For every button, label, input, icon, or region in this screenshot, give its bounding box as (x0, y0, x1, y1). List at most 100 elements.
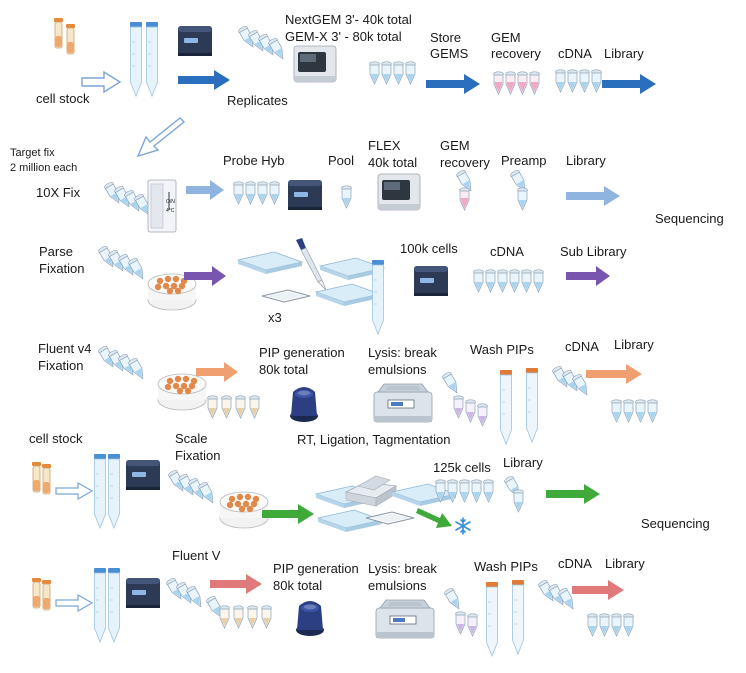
tray-icon (261, 289, 311, 303)
snowflake-icon (455, 517, 471, 535)
tilted-tubes-icon (236, 24, 288, 62)
cdna-tubes-icon (473, 269, 544, 293)
sequencing-1-label: Sequencing (655, 211, 724, 226)
tilted-tubes-icon (96, 244, 148, 282)
tube-rack-icon (219, 491, 269, 529)
probe-hyb-label: Probe Hyb (223, 153, 284, 168)
cell-stock-2-label: cell stock (29, 431, 83, 446)
pcr-tubes-icon (369, 61, 416, 85)
sub-library-label: Sub Library (560, 244, 627, 259)
tilted-tubes-icon (536, 578, 578, 612)
purple-tubes-icon (442, 586, 478, 637)
x3-label: x3 (268, 310, 282, 325)
library-5-label: Library (503, 455, 543, 470)
fluent-v-label: Fluent V (172, 548, 221, 563)
conical-tube-icon (93, 453, 121, 529)
gem-recovery-1-label-a: GEM (491, 30, 521, 45)
pool-tube-icon (341, 185, 352, 209)
green-arrow-1 (262, 504, 314, 524)
red-arrow-2 (572, 580, 624, 600)
cdna-1-label: cDNA (558, 46, 592, 61)
fluent-v4-fixation-label: Fixation (38, 358, 84, 373)
tilted-tubes-icon (102, 180, 154, 218)
sequencing-2-label: Sequencing (641, 516, 710, 531)
rt-ligation-label: RT, Ligation, Tagmentation (297, 432, 450, 447)
gemx-label: GEM-X 3' - 80k total (285, 29, 402, 44)
light-blue-arrow-1 (186, 180, 224, 200)
tan-tubes-icon (207, 395, 260, 419)
nextgem-label: NextGEM 3'- 40k total (285, 12, 412, 27)
cryotube-icon (31, 577, 52, 611)
fluent-v4-label: Fluent v4 (38, 341, 91, 356)
library-tubes-icon (587, 613, 634, 637)
instrument-icon (126, 460, 160, 490)
wash-pips-2-label: Wash PIPs (474, 559, 538, 574)
pink-tube-icon (454, 168, 476, 211)
flex-40k-label: 40k total (368, 155, 417, 170)
library-4-label: Library (614, 337, 654, 352)
tilted-tubes-icon (550, 364, 592, 398)
library-2-label: Library (566, 153, 606, 168)
lysis-2-label: Lysis: break (368, 561, 437, 576)
purple-tubes-icon (440, 370, 488, 427)
pip-gen-2-80k-label: 80k total (273, 578, 322, 593)
blue-arrow-2 (426, 74, 480, 94)
row-6-fluent-v: Fluent V PIP generation 80k total Lysis:… (31, 548, 645, 657)
scale-fixation-label: Fixation (175, 448, 221, 463)
wash-pips-1-label: Wash PIPs (470, 342, 534, 357)
incubator-icon (373, 383, 433, 423)
instrument-icon (178, 26, 212, 56)
pip-gen-2-label: PIP generation (273, 561, 359, 576)
conical-tube-icon (129, 21, 159, 97)
tenx-fix-label: 10X Fix (36, 185, 81, 200)
tilted-tubes-icon (166, 468, 218, 506)
parse-label: Parse (39, 244, 73, 259)
orange-arrow-2 (586, 364, 642, 384)
flex-label: FLEX (368, 138, 401, 153)
red-arrow-1 (210, 574, 262, 594)
pcr-tubes-icon (233, 181, 280, 205)
library-tube-icon (502, 474, 524, 513)
row-5-scale: cell stock Scale Fixation 125k cells (29, 431, 710, 535)
cell-stock-label: cell stock (36, 91, 90, 106)
green-diagonal-arrow (416, 508, 452, 528)
gem-recovery-2-label-a: GEM (440, 138, 470, 153)
purple-arrow-1 (184, 266, 226, 286)
plate-icon (317, 509, 383, 533)
conical-tube-icon (485, 579, 525, 657)
library-tubes-icon (611, 399, 658, 423)
outline-arrow-3 (55, 593, 94, 613)
sequencer-icon (377, 173, 421, 211)
blue-arrow-1 (178, 70, 230, 90)
row-1-tenx-3prime: cell stock Replicates NextGEM 3'- 40k to… (36, 12, 656, 108)
cryotube-icon (53, 17, 76, 55)
purple-arrow-2 (566, 266, 610, 286)
lysis-2-emulsions-label: emulsions (368, 578, 427, 593)
centrifuge-icon (345, 475, 397, 507)
sequencer-icon (293, 45, 337, 83)
outline-diagonal-arrow (136, 117, 186, 158)
outline-arrow-1 (81, 70, 122, 94)
row-2-flex: Target fix 2 million each 10X Fix O/N 4°… (10, 138, 724, 233)
conical-tube-icon (371, 259, 385, 335)
instrument-icon (288, 180, 322, 210)
row-3-parse: Parse Fixation x3 100k cells cDNA Sub Li… (39, 237, 627, 335)
lysis-1-label: Lysis: break (368, 345, 437, 360)
plate-icon (315, 283, 381, 307)
conical-tube-icon (93, 567, 121, 643)
blue-arrow-3 (602, 74, 656, 94)
replicates-label: Replicates (227, 93, 288, 108)
preamp-label: Preamp (501, 153, 547, 168)
gems-label: GEMS (430, 46, 469, 61)
incubator-icon (375, 599, 435, 639)
row-4-fluent-v4: Fluent v4 Fixation PIP generation 80k to… (38, 337, 658, 447)
cells-125k-label: 125k cells (433, 460, 491, 475)
pool-label: Pool (328, 153, 354, 168)
gem-recovery-2-label-b: recovery (440, 155, 490, 170)
tilted-tubes-icon (164, 576, 206, 610)
plate-icon (391, 483, 457, 507)
cells-100k-label: 100k cells (400, 241, 458, 256)
cdna-3-label: cDNA (490, 244, 524, 259)
target-fix-label: Target fix (10, 147, 55, 159)
tan-tubes-icon (204, 594, 272, 629)
